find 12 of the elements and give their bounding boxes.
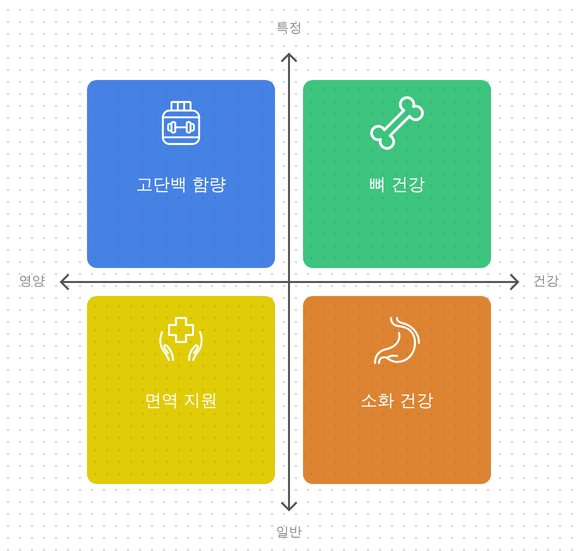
axis-label: 영양 (19, 274, 45, 290)
category-label: 고단백 함량 (134, 174, 228, 196)
quadrant-card (303, 80, 491, 268)
category-label: 소화 건강 (359, 390, 435, 412)
quadrant-card (87, 296, 275, 484)
axis-label: 건강 (533, 274, 559, 290)
axis-label: 일반 (276, 525, 302, 541)
quadrant-card (303, 296, 491, 484)
category-label: 뼈 건강 (368, 174, 426, 196)
quadrant-card (87, 80, 275, 268)
axis-label: 특정 (276, 21, 302, 37)
category-label: 면역 지원 (143, 390, 219, 412)
